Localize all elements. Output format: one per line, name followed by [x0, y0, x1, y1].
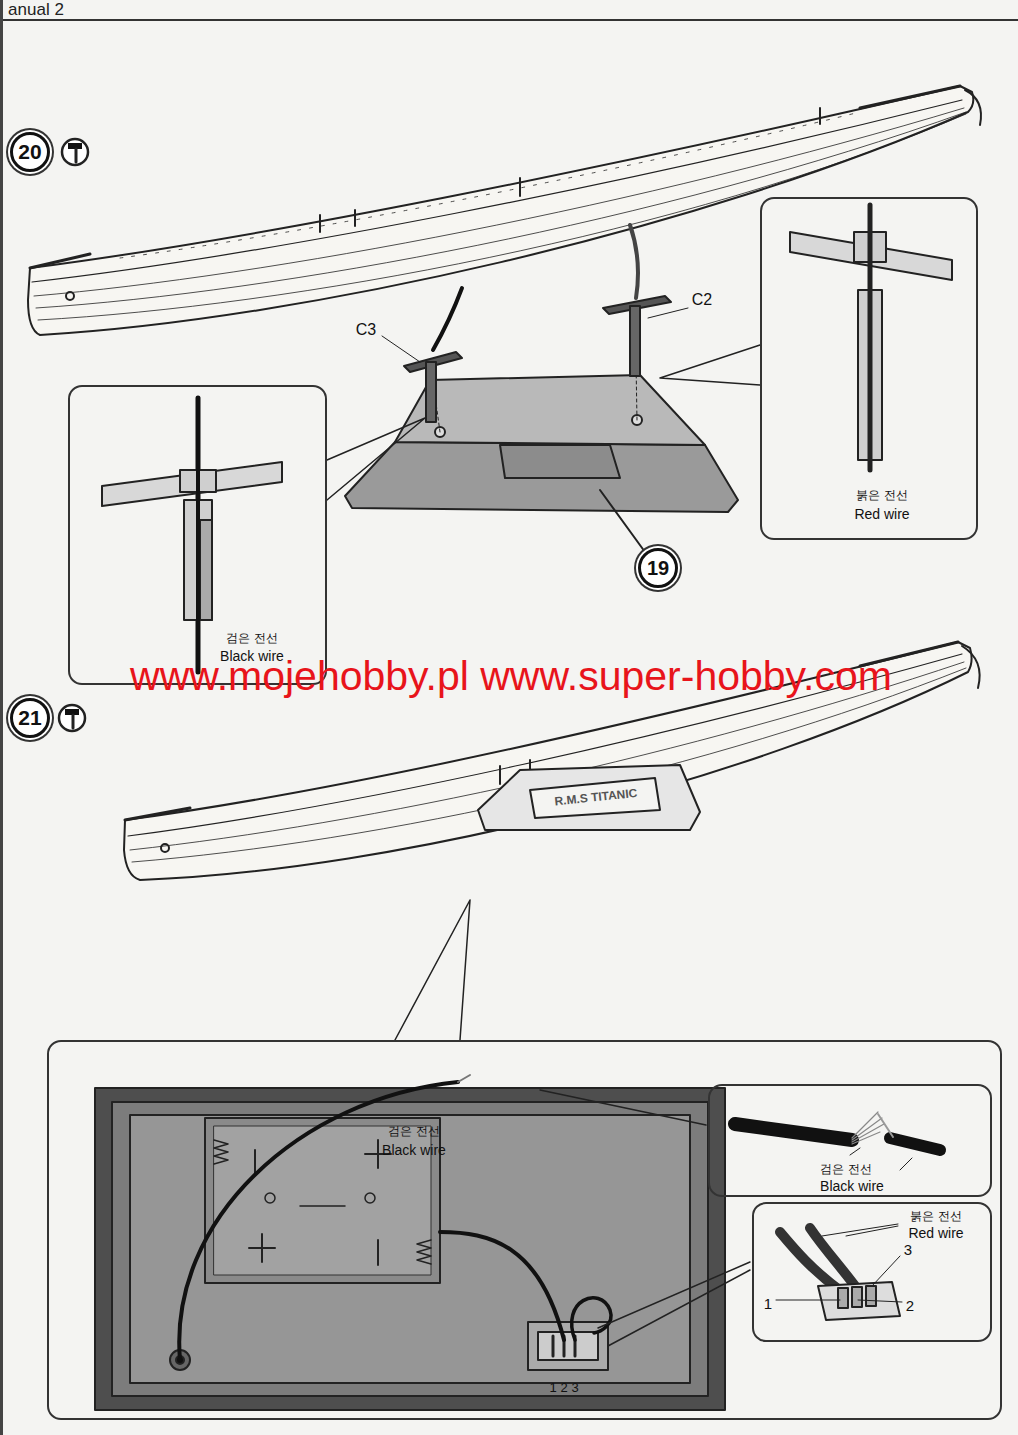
post-detail — [790, 205, 952, 470]
pin-number: 3 — [571, 1381, 578, 1396]
wire-label: Red wire — [908, 1225, 963, 1241]
step-number: 21 — [10, 698, 50, 738]
hammer-icon — [59, 705, 85, 731]
number-text: 21 — [18, 706, 41, 730]
watermark: www.mojehobby.pl www.super-hobby.com — [130, 653, 892, 700]
stand-lettering: R.M.S TITANIC — [554, 787, 638, 809]
ship-hull — [28, 86, 981, 335]
black-wire — [433, 288, 462, 350]
support-post — [603, 296, 688, 376]
pin-number: 1 — [764, 1295, 772, 1312]
base-underside — [95, 1075, 725, 1410]
wire-label: 검은 전선 — [388, 1125, 439, 1139]
display-stand — [478, 765, 700, 830]
number-text: 19 — [647, 557, 669, 580]
detail-callout: 붉은 전선 Red wire — [760, 197, 978, 540]
callout-number: 19 — [638, 548, 678, 588]
wire-end-detail — [735, 1112, 940, 1170]
part-number: C2 — [692, 291, 712, 309]
wire-label: 붉은 전선 — [910, 1210, 961, 1224]
pin-number: 3 — [904, 1241, 912, 1258]
post-detail — [102, 398, 282, 672]
display-stand — [345, 305, 738, 552]
switch-detail — [776, 1224, 902, 1320]
pin-number: 1 — [549, 1381, 556, 1396]
wire-label: Black wire — [820, 1178, 884, 1194]
detail-callout: 붉은 전선Red wire — [752, 1202, 992, 1342]
wire-label: 붉은 전선 — [856, 489, 907, 503]
number-text: 20 — [18, 140, 41, 164]
step-number: 20 — [10, 132, 50, 172]
hammer-icon — [62, 139, 88, 165]
detail-callout: 검은 전선Black wire — [68, 385, 327, 685]
part-number: C3 — [356, 321, 376, 339]
ship-hull — [124, 642, 980, 880]
pin-number: 2 — [560, 1381, 567, 1396]
wire-label: Black wire — [382, 1142, 446, 1158]
wire-label: 검은 전선 — [820, 1163, 871, 1177]
page-header: anual 2 — [8, 0, 64, 20]
red-wire — [630, 225, 638, 298]
wiring-panel: 검은 전선Black wire검은 전선Black wire붉은 전선Red w… — [47, 1040, 1002, 1420]
pin-number: 2 — [906, 1297, 914, 1314]
wire-label: Red wire — [854, 506, 909, 522]
detail-callout: 검은 전선Black wire — [708, 1084, 992, 1197]
wire-label: 검은 전선 — [226, 632, 277, 646]
support-post — [382, 336, 462, 422]
